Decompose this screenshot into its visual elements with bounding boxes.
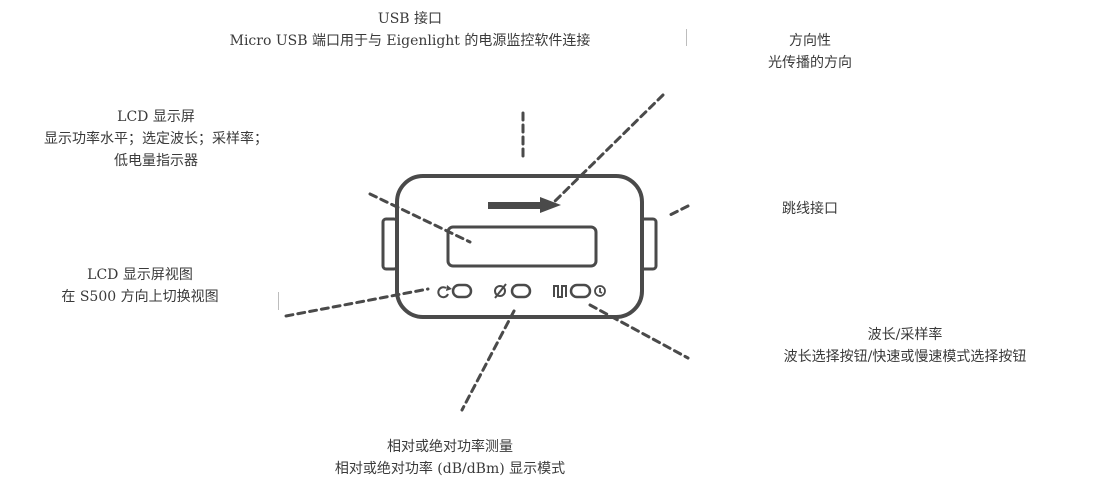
callout-relative-absolute-title: 相对或绝对功率测量 <box>387 439 513 455</box>
caret-mark <box>686 29 687 46</box>
leader-jumper <box>666 204 690 218</box>
callout-relative-absolute: 相对或绝对功率测量 相对或绝对功率 (dB/dBm) 显示模式 <box>280 436 620 480</box>
callout-directionality: 方向性 光传播的方向 <box>740 30 880 74</box>
callout-lcd-title: LCD 显示屏 <box>117 109 195 125</box>
leader-relative-absolute <box>460 309 516 412</box>
null-icon <box>494 283 507 299</box>
rotate-icon <box>437 285 452 299</box>
zero-ref-button[interactable] <box>510 283 532 299</box>
leader-wavelength <box>588 303 690 360</box>
lcd-screen <box>446 225 598 268</box>
callout-jumper-title: 跳线接口 <box>782 201 838 217</box>
callout-wavelength: 波长/采样率 波长选择按钮/快速或慢速模式选择按钮 <box>720 324 1090 368</box>
callout-lcd-desc: 显示功率水平；选定波长；采样率； <box>44 131 268 147</box>
leader-directionality <box>550 93 665 206</box>
button-row <box>437 283 606 299</box>
callout-lcd: LCD 显示屏 显示功率水平；选定波长；采样率； 低电量指示器 <box>0 106 312 172</box>
callout-directionality-desc: 光传播的方向 <box>768 55 852 71</box>
wave-icon <box>553 285 567 298</box>
callout-usb: USB 接口 Micro USB 端口用于与 Eigenlight 的电源监控软… <box>130 8 690 52</box>
callout-directionality-title: 方向性 <box>789 33 831 49</box>
wavelength-select-button[interactable] <box>569 283 592 299</box>
device-outline <box>395 174 644 319</box>
leader-lines <box>284 93 690 412</box>
direction-arrow-icon <box>488 197 561 213</box>
callout-lcd-desc2: 低电量指示器 <box>114 153 198 169</box>
callout-usb-desc: Micro USB 端口用于与 Eigenlight 的电源监控软件连接 <box>229 33 591 49</box>
callout-relative-absolute-desc: 相对或绝对功率 (dB/dBm) 显示模式 <box>334 461 566 477</box>
callout-jumper: 跳线接口 <box>760 198 860 220</box>
callout-lcd-view-title: LCD 显示屏视图 <box>87 267 193 283</box>
clock-icon <box>594 285 606 297</box>
callout-lcd-view: LCD 显示屏视图 在 S500 方向上切换视图 <box>20 264 260 308</box>
rotate-view-button[interactable] <box>451 283 473 299</box>
leader-lcd-view <box>284 287 430 318</box>
callout-wavelength-title: 波长/采样率 <box>867 327 943 343</box>
leader-lcd <box>368 192 472 244</box>
device-body <box>381 174 658 319</box>
callout-wavelength-desc: 波长选择按钮/快速或慢速模式选择按钮 <box>783 349 1027 365</box>
callout-lcd-view-desc: 在 S500 方向上切换视图 <box>61 289 219 305</box>
callout-usb-title: USB 接口 <box>377 11 443 27</box>
left-ear <box>381 217 399 271</box>
caret-mark <box>278 292 279 310</box>
